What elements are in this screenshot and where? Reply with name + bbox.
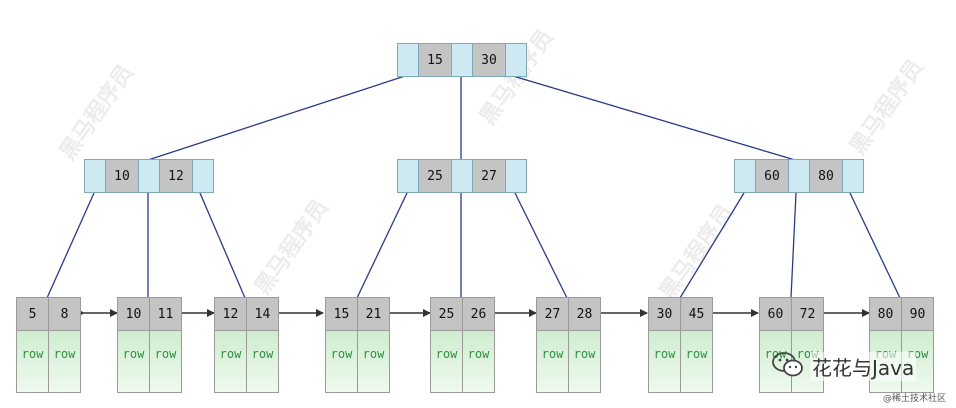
- internal-node: 60 80: [734, 159, 864, 193]
- row-data: row: [150, 331, 181, 392]
- pointer-cell: [139, 160, 160, 192]
- leaf-key: 45: [681, 298, 712, 331]
- leaf-key: 15: [326, 298, 357, 331]
- brand-label: 花花与Java: [810, 352, 917, 381]
- tree-edge: [849, 192, 901, 299]
- tree-edge: [199, 192, 246, 299]
- leaf-key: 21: [358, 298, 389, 331]
- pointer-cell: [85, 160, 106, 192]
- leaf-key: 27: [537, 298, 568, 331]
- row-data: row: [326, 331, 357, 392]
- leaf-key: 10: [118, 298, 149, 331]
- pointer-cell: [789, 160, 810, 192]
- key-cell: 15: [419, 44, 452, 76]
- leaf-key: 26: [463, 298, 494, 331]
- pointer-cell: [735, 160, 756, 192]
- row-data: row: [247, 331, 278, 392]
- pointer-cell: [506, 160, 526, 192]
- internal-node: 25 27: [397, 159, 527, 193]
- pointer-cell: [398, 160, 419, 192]
- wechat-icon: [772, 352, 803, 377]
- leaf-key: 5: [17, 298, 48, 331]
- leaf-key: 72: [792, 298, 823, 331]
- tree-edge: [46, 192, 95, 299]
- leaf-key: 12: [215, 298, 246, 331]
- pointer-cell: [452, 160, 473, 192]
- key-cell: 60: [756, 160, 789, 192]
- pointer-cell: [843, 160, 863, 192]
- key-cell: 25: [419, 160, 452, 192]
- row-data: row: [17, 331, 48, 392]
- leaf-key: 25: [431, 298, 462, 331]
- row-data: row: [649, 331, 680, 392]
- pointer-cell: [506, 44, 526, 76]
- leaf-key: 14: [247, 298, 278, 331]
- pointer-cell: [398, 44, 419, 76]
- row-data: row: [49, 331, 80, 392]
- leaf-key: 28: [569, 298, 600, 331]
- tree-edge: [356, 192, 408, 299]
- pointer-cell: [193, 160, 213, 192]
- leaf-key: 80: [870, 298, 901, 331]
- leaf-key: 30: [649, 298, 680, 331]
- key-cell: 30: [473, 44, 506, 76]
- leaf-key: 11: [150, 298, 181, 331]
- key-cell: 80: [810, 160, 843, 192]
- root-node: 15 30: [397, 43, 527, 77]
- internal-node: 10 12: [84, 159, 214, 193]
- leaf-key: 8: [49, 298, 80, 331]
- source-label: @稀土技术社区: [882, 394, 946, 404]
- key-cell: 10: [106, 160, 139, 192]
- row-data: row: [358, 331, 389, 392]
- tree-edge: [512, 75, 796, 161]
- key-cell: 27: [473, 160, 506, 192]
- leaf-key: 90: [902, 298, 933, 331]
- leaf-key: 60: [760, 298, 791, 331]
- key-cell: 12: [160, 160, 193, 192]
- row-data: row: [537, 331, 568, 392]
- row-data: row: [463, 331, 494, 392]
- tree-edge: [790, 192, 797, 299]
- row-data: row: [215, 331, 246, 392]
- row-data: row: [569, 331, 600, 392]
- row-data: row: [431, 331, 462, 392]
- row-data: row: [902, 331, 933, 392]
- tree-edge: [514, 192, 568, 299]
- row-data: row: [118, 331, 149, 392]
- tree-edge: [147, 75, 406, 161]
- pointer-cell: [452, 44, 473, 76]
- row-data: row: [681, 331, 712, 392]
- tree-edge: [679, 192, 745, 299]
- row-data: row: [760, 331, 791, 392]
